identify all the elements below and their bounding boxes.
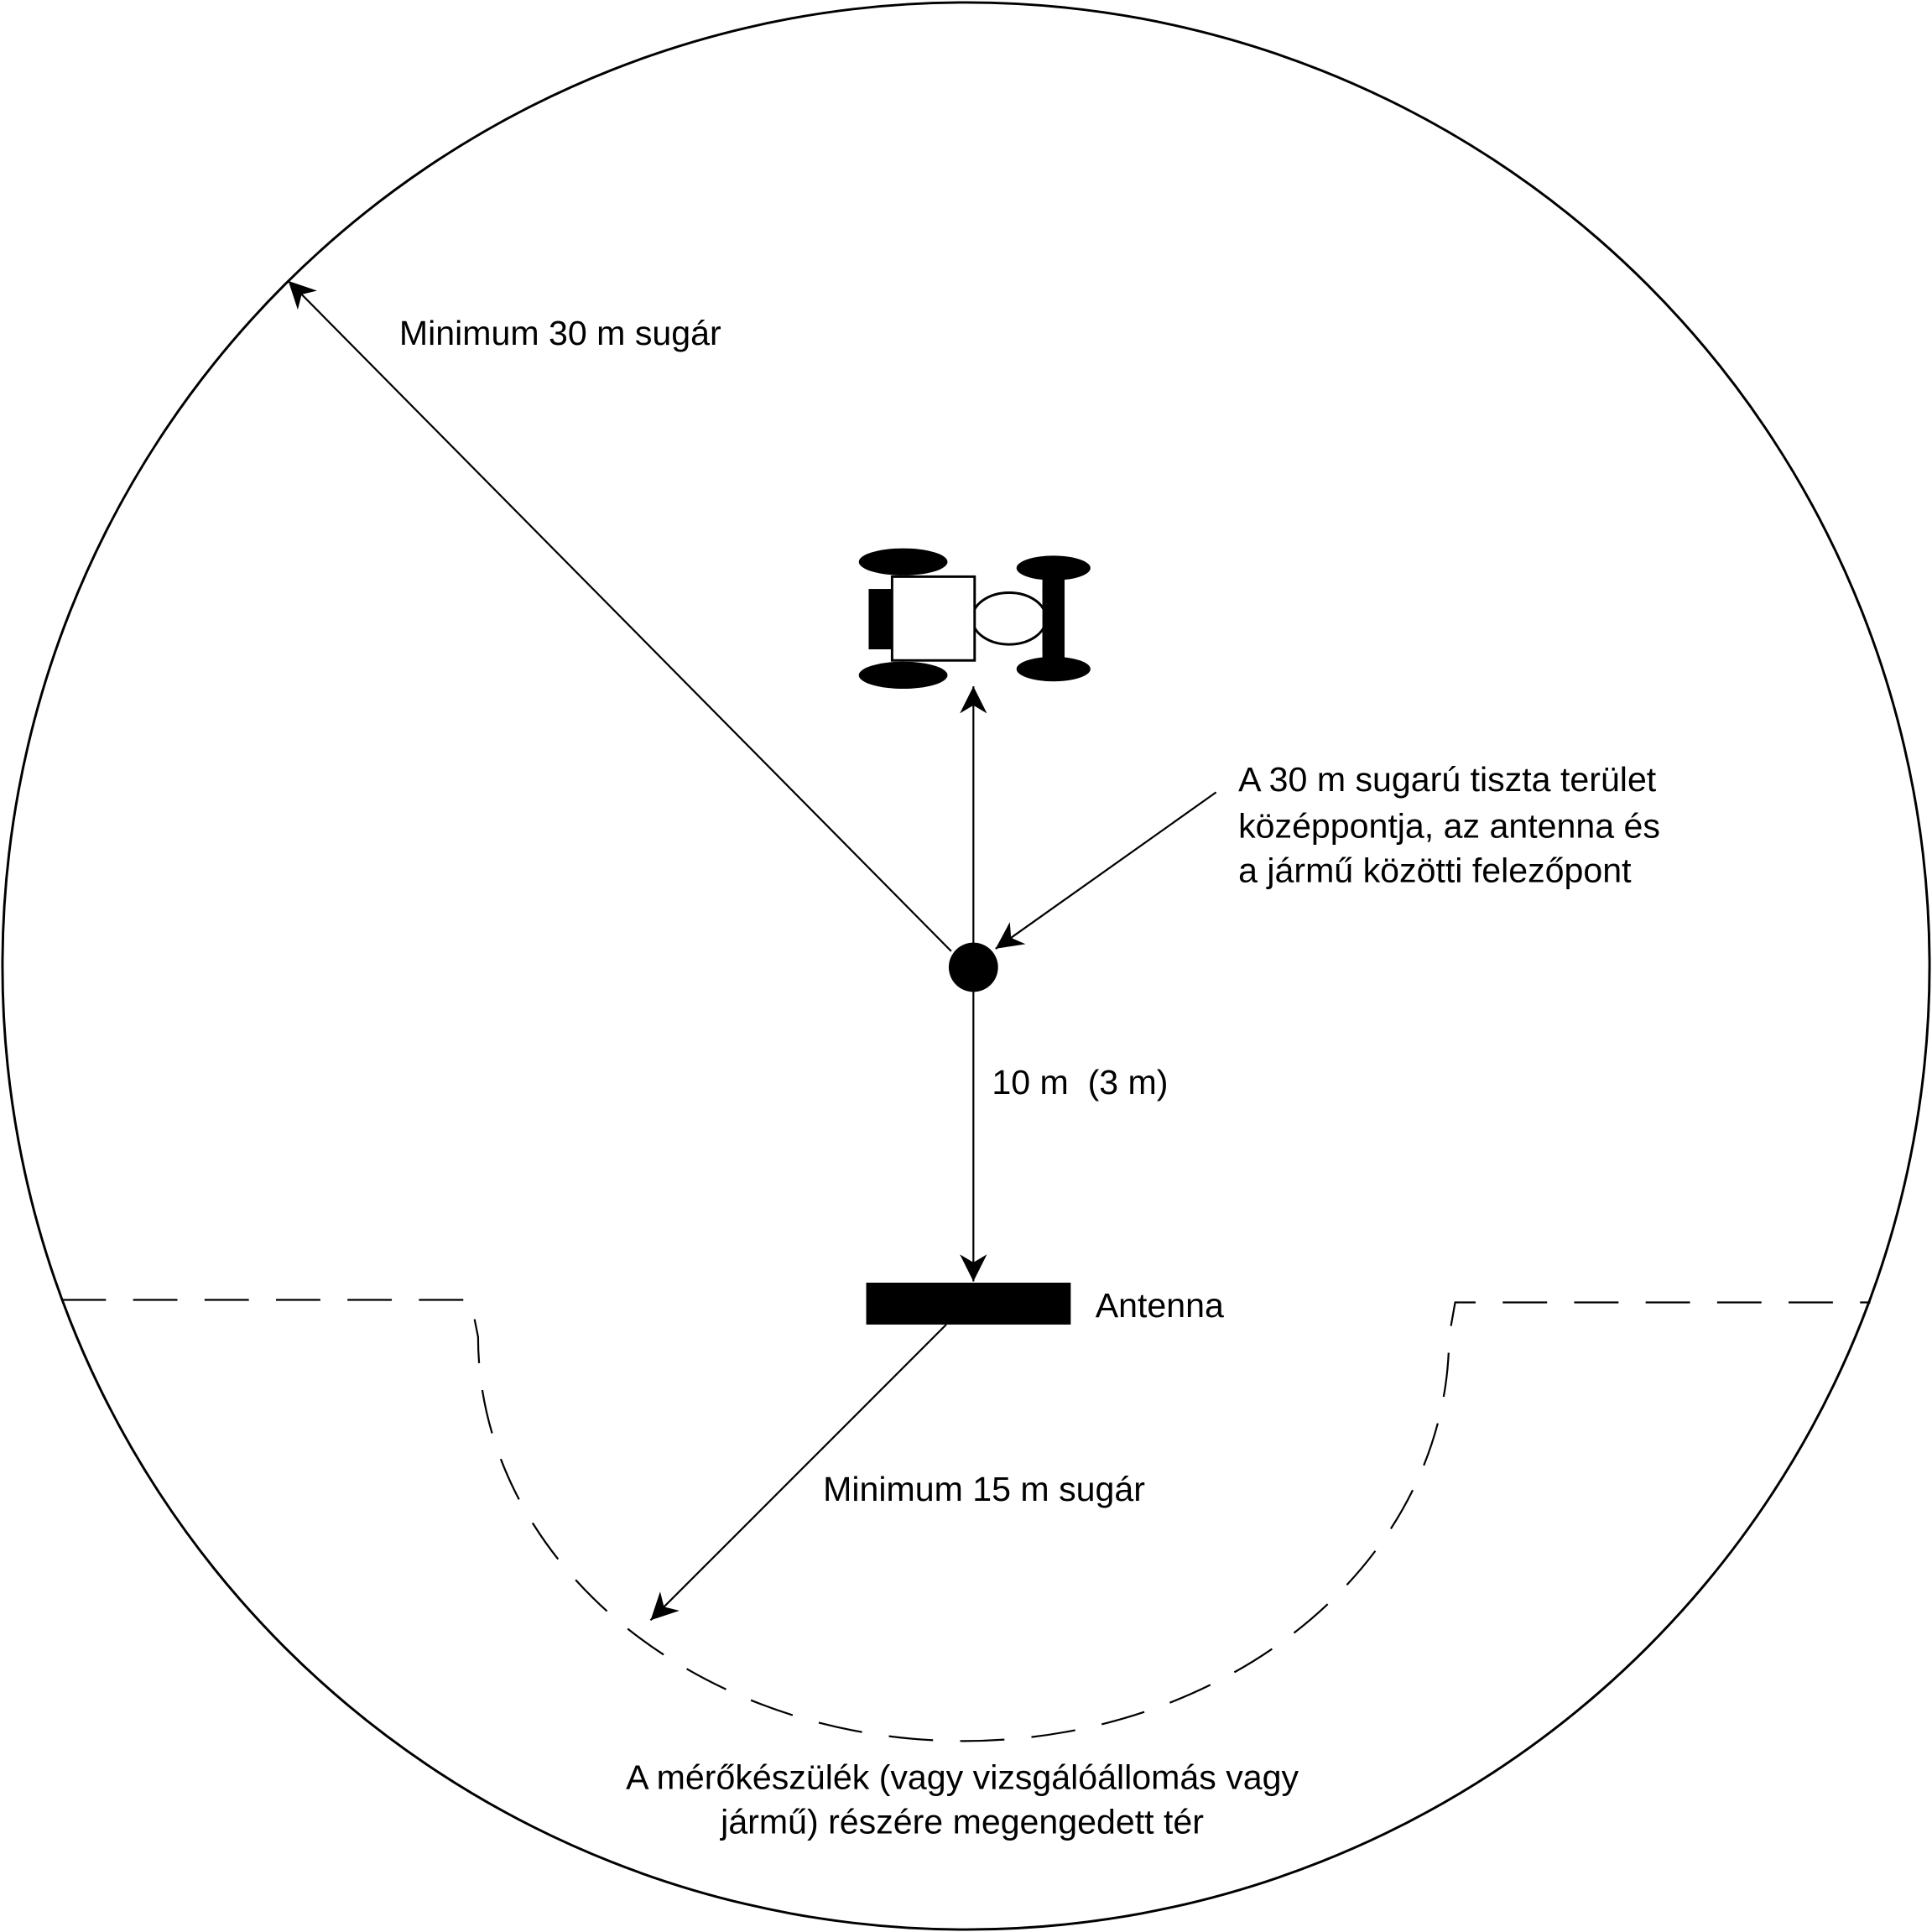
tractor-icon	[858, 548, 1091, 690]
allowed-area-line-1: A mérőkészülék (vagy vizsgálóállomás vag…	[626, 1758, 1299, 1797]
antenna-bar	[866, 1282, 1071, 1325]
allowed-area-line-2: jármű) részére megengedett tér	[720, 1803, 1204, 1841]
midpoint-dot	[948, 942, 998, 992]
center-note-line-1: A 30 m sugarú tiszta terület	[1238, 760, 1657, 799]
radius-15-label: Minimum 15 m sugár	[823, 1470, 1145, 1508]
center-note-line-2: középpontja, az antenna és	[1238, 807, 1660, 846]
center-note-line-3: a jármű közötti felezőpont	[1238, 851, 1632, 890]
radius-30-arrow	[287, 280, 952, 952]
distance-label: 10 m (3 m)	[992, 1063, 1168, 1101]
center-pointer-arrow	[995, 791, 1217, 950]
antenna-label: Antenna	[1096, 1286, 1224, 1325]
allowed-area-boundary	[61, 1299, 1871, 1742]
radius-15-arrow	[649, 1324, 947, 1622]
radius-30-label: Minimum 30 m sugár	[399, 314, 721, 352]
